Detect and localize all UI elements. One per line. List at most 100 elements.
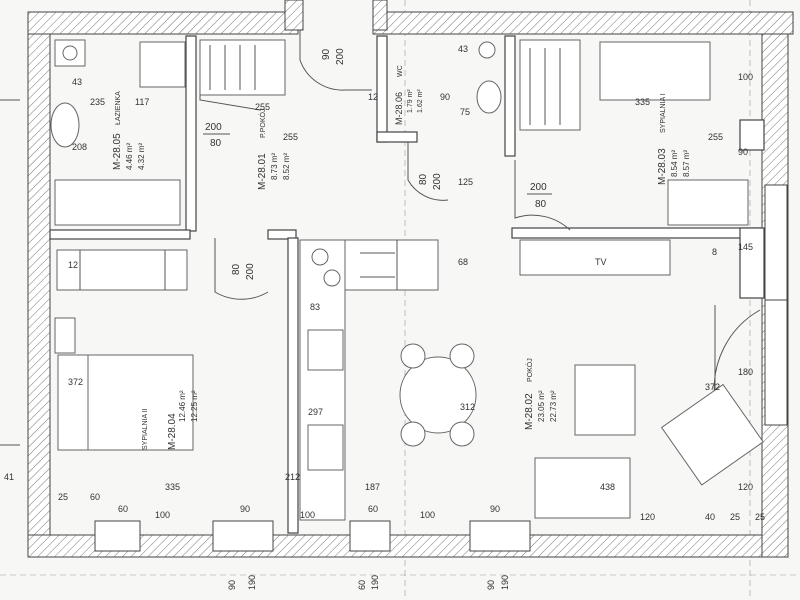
dim-438: 438 <box>600 482 615 492</box>
dim-255c: 255 <box>708 132 723 142</box>
door-width: 80 <box>535 199 547 210</box>
bottom-dim-label: 90 <box>486 580 496 590</box>
dimension-labels: 235 117 43 208 12 255 255 12 43 90 75 12… <box>4 44 765 522</box>
door-height: 200 <box>245 263 256 280</box>
room-name: ŁAZIENKA <box>115 91 122 125</box>
room-name: SYPIALNIA I <box>660 93 667 133</box>
bedroom-2-furniture <box>54 249 194 451</box>
room-label-sypialnia-ii: M-28.04 SYPIALNIA II 12.46 m² 12.25 m² <box>142 390 199 450</box>
room-area-net: 8.57 m² <box>682 150 691 177</box>
room-name: WC <box>397 65 404 77</box>
bottom-dim-label: 90 <box>227 580 237 590</box>
dim-297: 297 <box>308 407 323 417</box>
dim-125: 125 <box>458 177 473 187</box>
dim-335: 335 <box>635 97 650 107</box>
dim-12: 12 <box>68 260 78 270</box>
room-label-wc: M-28.06 WC 1.79 m² 1.62 m² <box>394 65 424 125</box>
bottom-dim-label: 190 <box>370 575 380 590</box>
room-area-net: 22.73 m² <box>549 390 558 422</box>
room-name: POKÓJ <box>525 358 534 382</box>
dim-208: 208 <box>72 142 87 152</box>
dim-41: 41 <box>4 472 14 482</box>
room-label-pokoj: M-28.02 POKÓJ 23.05 m² 22.73 m² <box>524 358 558 430</box>
room-area-net: 8.52 m² <box>282 153 291 180</box>
door-width: 80 <box>418 173 429 185</box>
dim-60: 60 <box>90 492 100 502</box>
dim-335b: 335 <box>165 482 180 492</box>
dim-12b: 12 <box>368 92 378 102</box>
room-label-lazienka: M-28.05 ŁAZIENKA 4.46 m² 4.32 m² <box>112 91 146 170</box>
door-width: 80 <box>210 138 222 149</box>
bottom-dim-label: 60 <box>357 580 367 590</box>
dim-83: 83 <box>310 302 320 312</box>
room-area: 23.05 m² <box>537 390 546 422</box>
dim-100b: 100 <box>155 510 170 520</box>
room-area: 8.54 m² <box>670 150 679 177</box>
dim-100c: 100 <box>300 510 315 520</box>
door-width: 80 <box>231 263 242 275</box>
tv-label: TV <box>595 257 607 267</box>
dim-68: 68 <box>458 257 468 267</box>
dim-40: 40 <box>705 512 715 522</box>
dim-90: 90 <box>440 92 450 102</box>
dim-60c: 60 <box>368 504 378 514</box>
room-code: M-28.04 <box>167 413 178 450</box>
dim-90c: 90 <box>240 504 250 514</box>
dim-187: 187 <box>365 482 380 492</box>
dim-255b: 255 <box>283 132 298 142</box>
dim-120b: 120 <box>640 512 655 522</box>
living-furniture <box>534 364 764 519</box>
bottom-dim-label: 190 <box>500 575 510 590</box>
room-label-sypialnia-i: M-28.03 SYPIALNIA I 8.54 m² 8.57 m² <box>657 93 691 185</box>
dim-100d: 100 <box>420 510 435 520</box>
dim-43: 43 <box>72 77 82 87</box>
dim-90d: 90 <box>490 504 500 514</box>
dim-145: 145 <box>738 242 753 252</box>
room-area: 4.46 m² <box>125 143 134 170</box>
room-code: M-28.03 <box>657 148 668 185</box>
room-code: M-28.06 <box>394 92 404 125</box>
dim-75: 75 <box>460 107 470 117</box>
dim-372b: 372 <box>705 382 720 392</box>
door-label-entry: 90 200 <box>321 48 346 65</box>
room-area: 1.79 m² <box>407 89 414 113</box>
bathroom-fixtures <box>50 39 581 226</box>
dim-25: 25 <box>58 492 68 502</box>
room-area-net: 1.62 m² <box>417 89 424 113</box>
door-height: 200 <box>335 48 346 65</box>
room-label-p-pokoj: M-28.01 P.POKÓJ 8.73 m² 8.52 m² <box>257 109 291 190</box>
dim-8: 8 <box>712 247 717 257</box>
dim-117: 117 <box>135 97 149 107</box>
door-width: 90 <box>321 48 332 60</box>
room-name: P.POKÓJ <box>258 109 267 138</box>
bedroom-1-furniture <box>519 41 749 276</box>
dim-372: 372 <box>68 377 83 387</box>
dim-100: 100 <box>738 72 753 82</box>
door-height: 200 <box>432 173 443 190</box>
room-area-net: 4.32 m² <box>137 143 146 170</box>
dim-25b: 25 <box>730 512 740 522</box>
dim-90b: 90 <box>738 147 748 157</box>
dim-180: 180 <box>738 367 753 377</box>
door-label-wc: 80 200 <box>418 173 443 190</box>
room-code: M-28.05 <box>112 133 123 170</box>
dim-25c: 25 <box>755 512 765 522</box>
room-area: 12.46 m² <box>178 390 187 422</box>
dining-table <box>399 343 477 447</box>
door-height: 200 <box>530 182 547 193</box>
door-label-bed2: 80 200 <box>231 263 256 280</box>
door-label-bed1: 200 80 <box>527 182 552 210</box>
bottom-dim-label: 190 <box>247 575 257 590</box>
room-area: 8.73 m² <box>270 153 279 180</box>
dim-60b: 60 <box>118 504 128 514</box>
room-code: M-28.02 <box>524 393 535 430</box>
dim-312: 312 <box>460 402 475 412</box>
windows <box>94 184 788 552</box>
room-area-net: 12.25 m² <box>190 390 199 422</box>
kitchen-counter <box>299 239 439 521</box>
dim-43b: 43 <box>458 44 468 54</box>
internal-walls <box>49 35 765 534</box>
